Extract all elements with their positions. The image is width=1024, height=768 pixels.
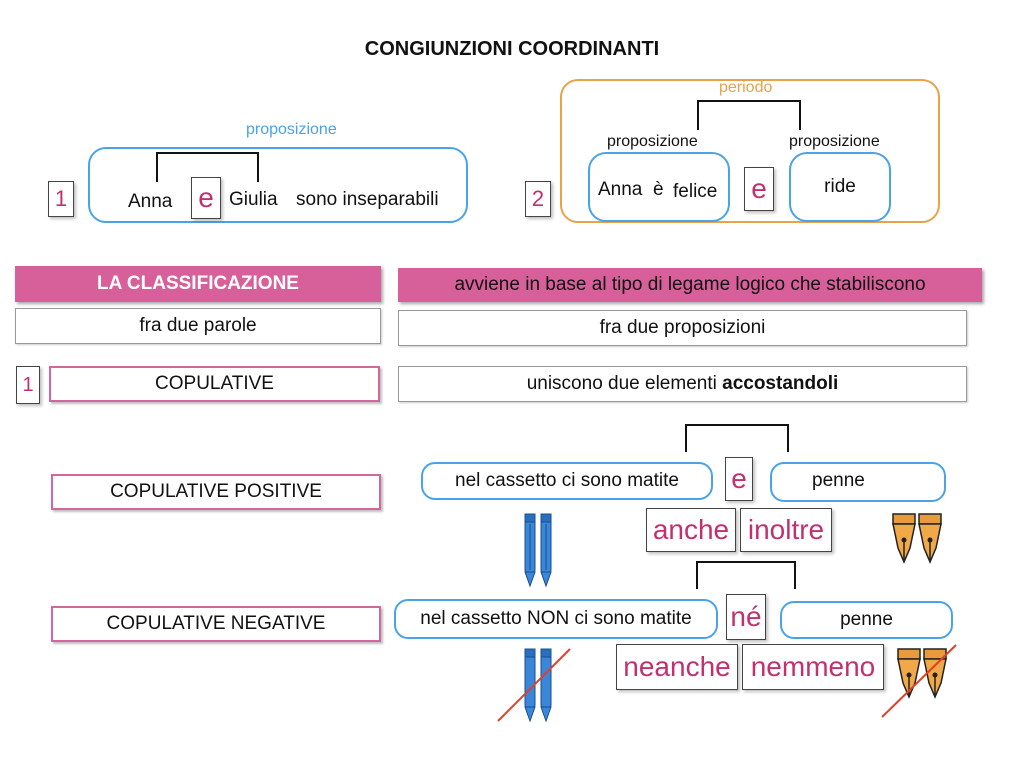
positive-left-proposition: nel cassetto ci sono matite bbox=[421, 462, 713, 500]
example-number-2: 2 bbox=[525, 181, 551, 217]
proposition-label-left: proposizione bbox=[607, 133, 698, 150]
positive-right-proposition: penne bbox=[770, 462, 946, 502]
word-e-accent: è bbox=[653, 179, 664, 200]
word-felice: felice bbox=[673, 181, 718, 202]
period-bracket bbox=[697, 100, 801, 130]
negative-right-proposition: penne bbox=[780, 601, 953, 639]
alternative-inoltre: inoltre bbox=[740, 508, 832, 552]
word-giulia: Giulia bbox=[229, 189, 278, 210]
negative-bracket bbox=[696, 561, 796, 589]
word-anna-2: Anna bbox=[598, 179, 643, 200]
conjunction-ne-negative: né bbox=[726, 594, 766, 640]
description-text: uniscono due elementi bbox=[526, 373, 717, 394]
copulative-description: uniscono due elementi accostandoli bbox=[398, 366, 967, 402]
alternative-neanche: neanche bbox=[616, 644, 738, 690]
word-anna: Anna bbox=[128, 191, 173, 212]
positive-bracket bbox=[685, 424, 789, 452]
period-label: periodo bbox=[719, 79, 773, 96]
proposition-label-right: proposizione bbox=[789, 133, 880, 150]
predicate-text: sono inseparabili bbox=[296, 189, 439, 210]
between-propositions-box: fra due proposizioni bbox=[398, 310, 967, 346]
copulative-positive-box: COPULATIVE POSITIVE bbox=[51, 474, 381, 510]
period-box bbox=[560, 79, 940, 223]
copulative-negative-box: COPULATIVE NEGATIVE bbox=[51, 606, 381, 642]
negative-left-proposition: nel cassetto NON ci sono matite bbox=[394, 599, 718, 639]
pen-nibs-icon bbox=[892, 513, 942, 564]
proposition-box-1 bbox=[88, 147, 468, 223]
crossed-pencils-icon bbox=[497, 648, 571, 723]
proposition-box-left bbox=[588, 152, 730, 222]
classification-header: LA CLASSIFICAZIONE bbox=[15, 266, 381, 302]
conjunction-e-positive: e bbox=[725, 457, 753, 501]
link-bracket-1 bbox=[156, 152, 259, 182]
crossed-pen-nibs-icon bbox=[881, 644, 957, 718]
conjunction-e-1: e bbox=[191, 177, 221, 219]
copulative-box: COPULATIVE bbox=[49, 366, 380, 402]
page-title: CONGIUNZIONI COORDINANTI bbox=[364, 38, 660, 60]
description-bold: accostandoli bbox=[722, 373, 839, 394]
type-number-1: 1 bbox=[16, 366, 40, 404]
pencils-icon bbox=[524, 513, 552, 588]
alternative-nemmeno: nemmeno bbox=[742, 644, 884, 690]
alternative-anche: anche bbox=[646, 508, 736, 552]
proposition-box-right: ride bbox=[789, 152, 891, 222]
between-words-box: fra due parole bbox=[15, 308, 381, 344]
positive-right-text: penne bbox=[812, 470, 865, 491]
classification-description: avviene in base al tipo di legame logico… bbox=[398, 268, 982, 302]
example-number-1: 1 bbox=[48, 181, 74, 217]
conjunction-e-2: e bbox=[744, 167, 774, 211]
proposition-label-1: proposizione bbox=[246, 121, 337, 138]
